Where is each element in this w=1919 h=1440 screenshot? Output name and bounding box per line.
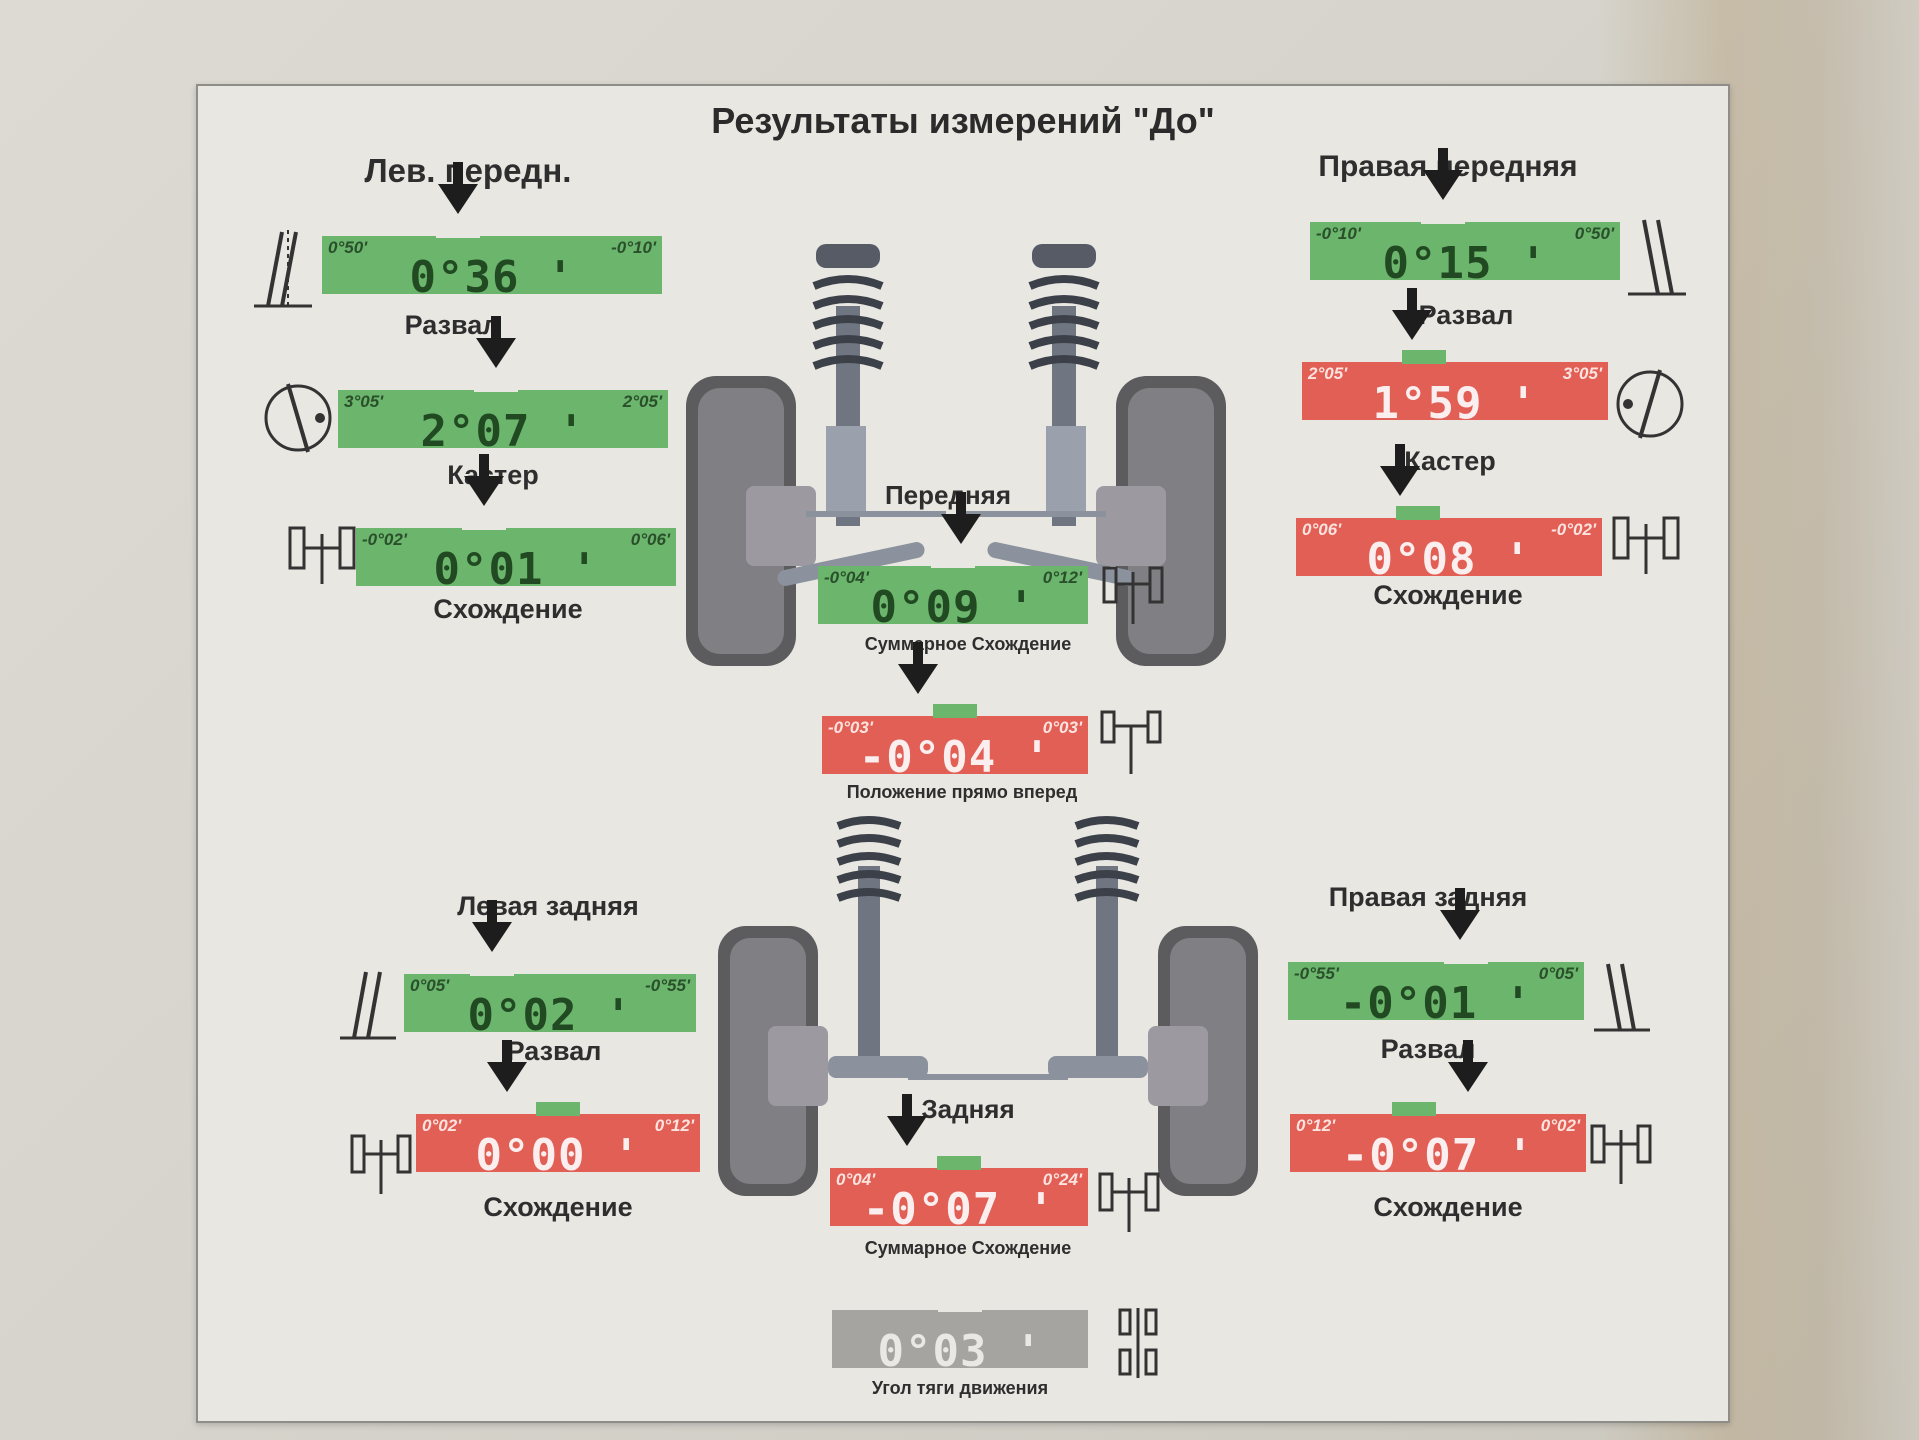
toe-icon [288, 526, 356, 584]
thrust-icon [1118, 1308, 1158, 1378]
rear-right-title: Правая задняя [1328, 882, 1528, 912]
rear-right-camber-label: Развал [1380, 1034, 1476, 1064]
target-notch [436, 224, 480, 238]
printout-sheet: Результаты измерений "До" [196, 84, 1730, 1423]
target-notch [1392, 1102, 1437, 1116]
rear-left-toe-gauge: 0°02' 0°12' 0°00 ' [416, 1040, 700, 1181]
front-axle-title: Передняя [884, 480, 1012, 510]
front-right-toe-gauge: 0°06' -0°02' 0°08 ' [1296, 444, 1602, 585]
straight-ahead-label: Положение прямо вперед [846, 782, 1078, 802]
front-right-camber-gauge: -0°10' 0°50' 0°15 ' [1310, 148, 1620, 289]
pointer-arrow-icon [1423, 170, 1464, 200]
target-notch [1402, 350, 1447, 364]
thrust-angle-gauge: 0°03 ' [832, 1298, 1088, 1377]
front-right-toe-label: Схождение [1373, 580, 1523, 610]
toe-icon [1612, 516, 1680, 574]
camber-icon [340, 971, 396, 1040]
pointer-arrow-icon [1380, 466, 1421, 496]
target-notch [931, 554, 975, 568]
target-notch [474, 378, 519, 392]
front-right-camber-value: 0°15 ' [1382, 238, 1548, 289]
rear-right-camber-gauge: -0°55' 0°05' -0°01 ' [1288, 888, 1584, 1029]
front-left-caster-gauge: 3°05' 2°05' 2°07 ' [338, 316, 668, 457]
rear-left-toe-label: Схождение [483, 1192, 633, 1222]
front-left-caster-value: 2°07 ' [420, 406, 586, 457]
pointer-arrow-icon [1447, 1062, 1488, 1092]
pointer-arrow-icon [897, 664, 938, 694]
target-notch [938, 1298, 982, 1312]
front-right-caster-value: 1°59 ' [1372, 378, 1538, 429]
rear-right-toe-value: -0°07 ' [1341, 1130, 1535, 1181]
front-strut-assembly-icon [686, 244, 1226, 666]
camber-icon [254, 230, 312, 308]
toe-icon [1098, 1172, 1160, 1232]
toe-icon [350, 1134, 412, 1194]
pointer-arrow-icon [464, 476, 504, 506]
toe-icon [1590, 1124, 1652, 1184]
rear-total-toe-label: Суммарное Схождение [864, 1238, 1072, 1258]
front-left-title: Лев. передн. [364, 152, 572, 189]
rear-left-camber-gauge: 0°05' -0°55' 0°02 ' [404, 900, 696, 1041]
front-total-toe-gauge: -0°04' 0°12' 0°09 ' [818, 492, 1088, 633]
pointer-arrow-icon [1392, 310, 1433, 340]
target-notch [462, 516, 506, 530]
caster-icon [264, 383, 332, 453]
rear-axle-title: Задняя [921, 1094, 1015, 1124]
front-right-caster-gauge: 2°05' 3°05' 1°59 ' [1302, 288, 1608, 429]
rear-right-camber-value: -0°01 ' [1339, 978, 1533, 1029]
front-total-toe-label: Суммарное Схождение [864, 634, 1072, 654]
camber-icon [1628, 219, 1686, 296]
rear-total-toe-value: -0°07 ' [862, 1184, 1056, 1235]
straight-ahead-value: -0°04 ' [858, 732, 1052, 783]
steering-icon [1100, 710, 1162, 774]
rear-left-camber-value: 0°02 ' [467, 990, 633, 1041]
target-notch [933, 704, 977, 718]
straight-ahead-gauge: -0°03' 0°03' -0°04 ' [822, 642, 1088, 783]
pointer-arrow-icon [438, 184, 478, 214]
thrust-angle-label: Угол тяги движения [871, 1378, 1049, 1398]
pointer-arrow-icon [941, 514, 982, 544]
front-left-toe-label: Схождение [433, 594, 583, 624]
pointer-arrow-icon [471, 922, 512, 952]
rear-left-toe-value: 0°00 ' [475, 1130, 641, 1181]
caster-icon [1616, 369, 1684, 439]
target-notch [536, 1102, 580, 1116]
rear-left-camber-label: Развал [506, 1036, 602, 1066]
target-notch [1443, 950, 1488, 964]
camber-icon [1594, 963, 1650, 1032]
pointer-arrow-icon [486, 1062, 527, 1092]
front-total-toe-value: 0°09 ' [870, 582, 1036, 633]
rear-right-toe-label: Схождение [1373, 1192, 1523, 1222]
rear-strut-assembly-icon [718, 816, 1258, 1196]
target-notch [469, 962, 514, 976]
rear-right-toe-gauge: 0°12' 0°02' -0°07 ' [1290, 1040, 1586, 1181]
pointer-arrow-icon [1439, 910, 1480, 940]
target-notch [1421, 210, 1466, 224]
page-title: Результаты измерений "До" [711, 100, 1215, 141]
front-left-toe-value: 0°01 ' [433, 544, 599, 595]
front-left-toe-gauge: -0°02' 0°06' 0°01 ' [356, 454, 676, 595]
front-right-toe-value: 0°08 ' [1366, 534, 1532, 585]
pointer-arrow-icon [476, 338, 517, 368]
front-left-camber-value: 0°36 ' [409, 252, 575, 303]
pointer-arrow-icon [887, 1116, 928, 1146]
rear-left-title: Левая задняя [457, 891, 639, 921]
toe-icon [1102, 566, 1164, 624]
target-notch [937, 1156, 981, 1170]
front-left-camber-gauge: 0°50' -0°10' 0°36 ' [322, 162, 662, 303]
front-left-camber-label: Развал [404, 310, 500, 340]
rear-total-toe-gauge: 0°04' 0°24' -0°07 ' [830, 1094, 1088, 1235]
thrust-angle-value: 0°03 ' [877, 1326, 1043, 1377]
front-right-camber-label: Развал [1418, 300, 1514, 330]
target-notch [1396, 506, 1441, 520]
